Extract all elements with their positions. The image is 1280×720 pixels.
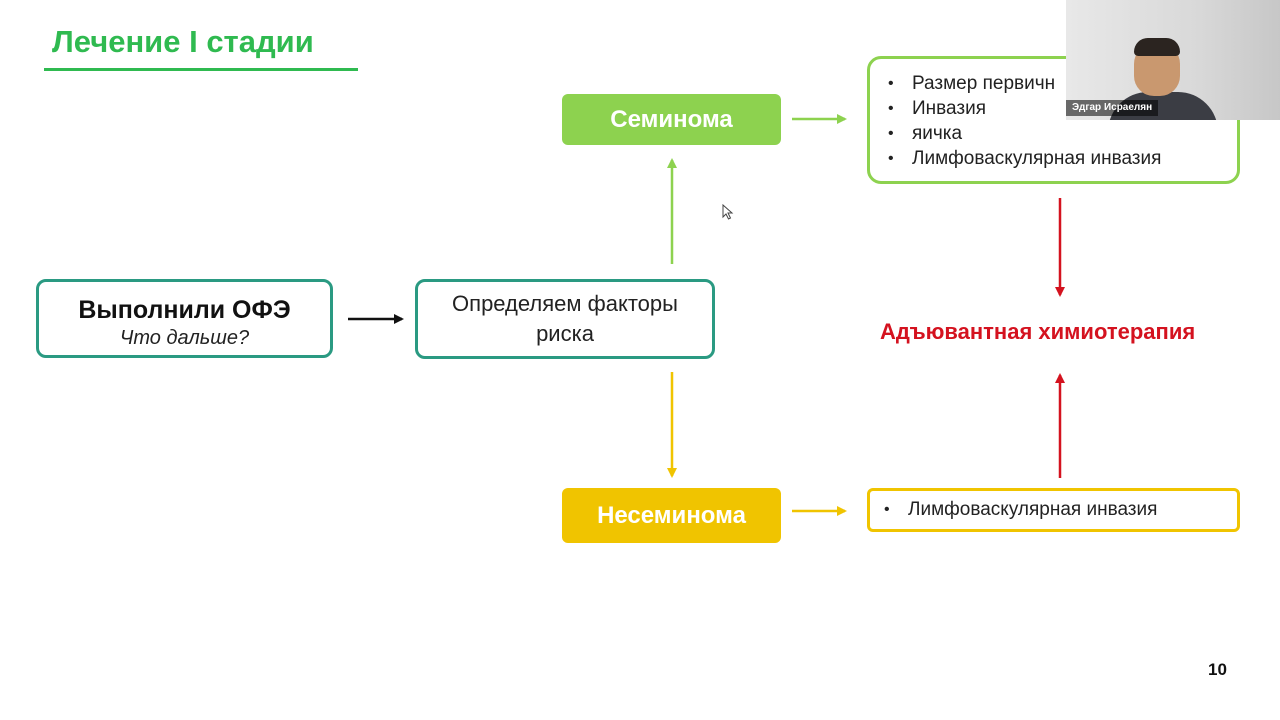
adjuvant-chemotherapy-label: Адъювантная химиотерапия (880, 319, 1196, 344)
start-box-sub: Что дальше? (119, 327, 250, 349)
risk-factors-box: Определяем факторы риска (415, 279, 715, 359)
seminoma-factor-lvi: Лимфоваскулярная инвазия (884, 146, 1221, 171)
participant-name: Эдгар Исраелян (1066, 100, 1159, 116)
slide-title: Лечение I стадии (52, 24, 314, 59)
nonseminoma-box: Несеминома (562, 488, 781, 543)
nonseminoma-factor-lvi: Лимфоваскулярная инвазия (880, 499, 1223, 521)
seminoma-box: Семинома (562, 94, 781, 145)
seminoma-factor-size: Размер первичн (884, 71, 1221, 96)
title-underline (44, 68, 358, 71)
page-number: 10 (1208, 660, 1227, 679)
mouse-cursor-icon (722, 204, 734, 220)
participant-hair (1134, 38, 1180, 56)
start-box-main: Выполнили ОФЭ (78, 296, 291, 324)
video-tile[interactable]: Эдгар Исраелян (1066, 0, 1280, 120)
seminoma-factor-vascular-cont: яичка (884, 121, 1221, 146)
nonseminoma-factors-box: Лимфоваскулярная инвазия (867, 488, 1240, 532)
risk-factors-label: Определяем факторы риска (452, 291, 678, 346)
start-box: Выполнили ОФЭ Что дальше? (36, 279, 333, 358)
